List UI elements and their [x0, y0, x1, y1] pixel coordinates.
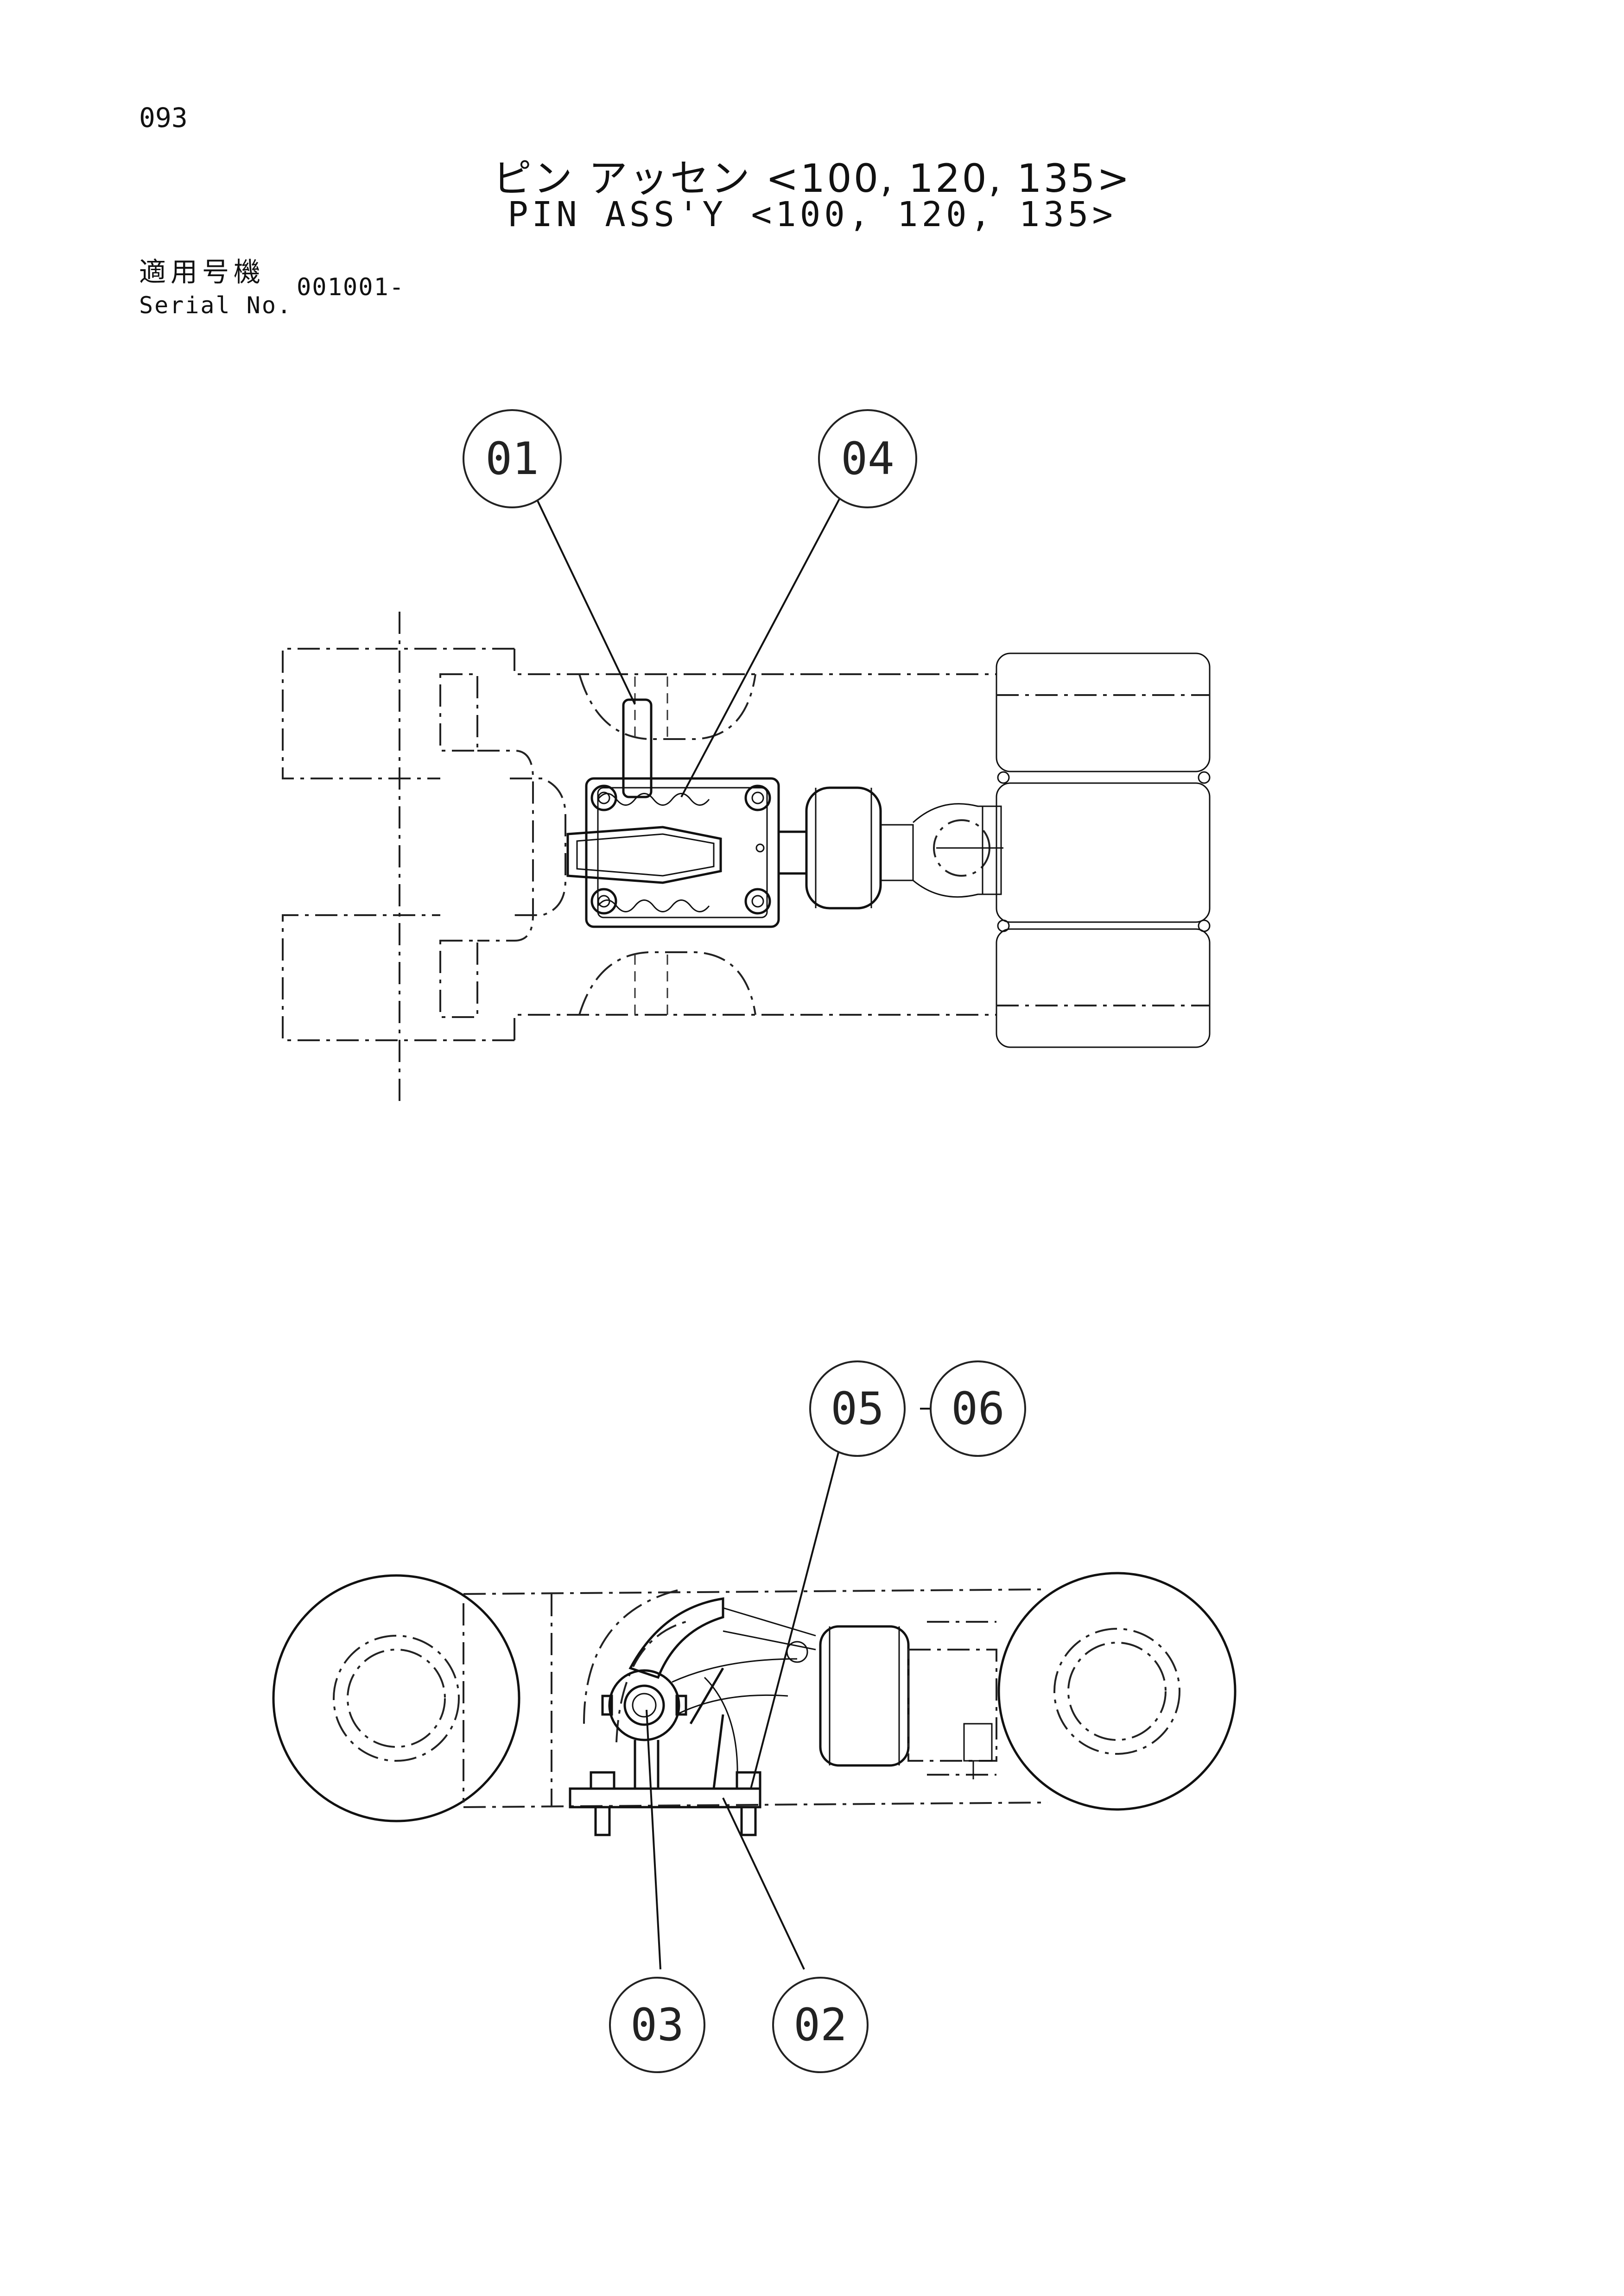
callout-01[interactable]: 01 [463, 409, 562, 508]
svg-text:06: 06 [951, 1383, 1005, 1435]
side-cylinder [819, 1625, 910, 1767]
lower-clevis-slot [439, 940, 478, 1018]
serial-label-english: Serial No. [139, 292, 293, 319]
left-roller-hub-inner [347, 1649, 446, 1748]
side-cylinder-guides [927, 1621, 996, 1776]
right-roller-hub [1053, 1628, 1180, 1755]
leader-04 [680, 491, 844, 797]
cylinder-body [805, 786, 882, 910]
right-roller-hub-inner [1067, 1642, 1167, 1741]
lower-clevis-outline [282, 914, 514, 1041]
plate-hole [755, 843, 765, 853]
page-title-english: PIN ASS'Y <100, 120, 135> [508, 195, 1116, 234]
link-body-verticals [463, 1594, 552, 1807]
lever-sweep-arc [583, 1588, 686, 1743]
leader-05 [750, 1436, 844, 1789]
roller-ball-4 [1198, 919, 1211, 932]
svg-text:04: 04 [841, 433, 894, 485]
upper-clevis-slot [439, 673, 478, 752]
serial-number-value: 001001- [297, 273, 405, 301]
leader-01 [532, 491, 636, 705]
roller-ball-2 [1198, 771, 1211, 784]
serial-label-japanese: 適用号機 [139, 256, 266, 288]
top-bolt-ul [590, 784, 617, 811]
side-bolt-left [590, 1771, 615, 1836]
latch-arm [723, 1607, 816, 1651]
pin-shaft [622, 698, 653, 798]
roller-ball-3 [997, 919, 1010, 932]
lock-bracket [634, 1667, 724, 1789]
left-roller-hub [333, 1635, 460, 1762]
side-fitting [963, 1723, 993, 1762]
right-roller [997, 1572, 1237, 1811]
callout-03[interactable]: 03 [609, 1977, 705, 2073]
lower-roller [996, 928, 1211, 1048]
svg-text:05: 05 [831, 1383, 884, 1435]
callout-04[interactable]: 04 [818, 409, 917, 508]
upper-arm-outline [514, 649, 996, 675]
upper-roller [996, 652, 1211, 772]
upper-arc [578, 674, 756, 740]
leader-03 [646, 1709, 661, 1970]
callout-06[interactable]: 06 [930, 1360, 1026, 1457]
rod-eye [912, 803, 1002, 898]
pin-head [608, 1669, 680, 1741]
inner-loop-outline-2 [510, 778, 566, 916]
pin-head-flats [601, 1695, 687, 1716]
page-title-japanese: ピン アッセン <100, 120, 135> [493, 156, 1131, 201]
lower-arm-outline [514, 1014, 996, 1040]
lock-plate-inner [597, 787, 768, 918]
spring-line [672, 1658, 798, 1683]
top-bolt-ll [590, 888, 617, 915]
rod-stub [777, 830, 808, 875]
lever-body [566, 826, 722, 884]
callout-05[interactable]: 05 [809, 1360, 906, 1457]
base-plate [569, 1787, 761, 1809]
pin-head-inner [623, 1684, 665, 1726]
hook-lever [628, 1597, 724, 1679]
side-view-assembly [272, 1572, 1237, 1836]
svg-text:01: 01 [485, 433, 539, 485]
middle-roller [996, 782, 1211, 923]
link-body-outline [463, 1588, 1048, 1808]
upper-clevis-outline [282, 648, 514, 779]
lower-arc [578, 951, 756, 1015]
bracket-curve [704, 1676, 738, 1789]
svg-text:03: 03 [630, 1999, 684, 2051]
cylinder-end [880, 824, 914, 881]
page-number: 093 [139, 102, 188, 133]
top-bolt-ur [744, 784, 771, 811]
side-bolt-right [736, 1771, 761, 1836]
lever-inner [576, 833, 715, 877]
inner-loop-outline [477, 750, 534, 942]
pin-head-core [632, 1693, 657, 1718]
lower-spring [597, 899, 710, 912]
top-view-assembly [282, 612, 1211, 1103]
spring-line-2 [676, 1694, 788, 1715]
svg-text:02: 02 [793, 1999, 847, 2051]
leader-02 [722, 1797, 805, 1970]
top-bolt-lr [744, 888, 771, 915]
callout-02[interactable]: 02 [772, 1977, 869, 2073]
roller-ball-1 [997, 771, 1010, 784]
left-roller [272, 1574, 520, 1822]
side-cylinder-rod [907, 1649, 997, 1762]
